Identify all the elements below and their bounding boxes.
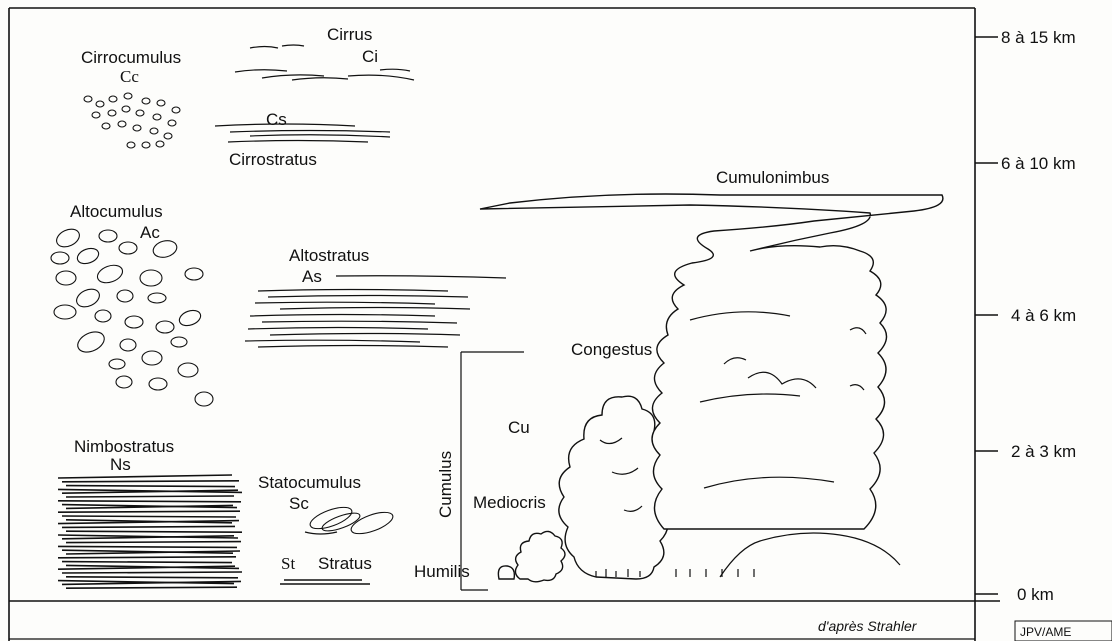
altitude-label-low: 2 à 3 km	[1011, 442, 1076, 461]
nimbostratus-hatch-line	[66, 577, 238, 578]
nimbostratus-hatch-line	[66, 542, 241, 543]
nimbostratus-hatch-line	[62, 572, 242, 573]
cirrus-drawing	[235, 45, 414, 80]
nimbostratus-hatch-line	[58, 557, 236, 558]
cirrostratus-abbr: Cs	[266, 110, 287, 129]
stratus-abbr: St	[281, 554, 295, 573]
nimbostratus-hatch-line	[62, 481, 239, 482]
cumulus-abbr: Cu	[508, 418, 530, 437]
nimbostratus-hatch-line	[66, 486, 235, 487]
altostratus-drawing	[245, 276, 506, 347]
nimbostratus-drawing	[58, 475, 242, 588]
altocumulus-abbr: Ac	[140, 223, 160, 242]
altocumulus-drawing	[51, 226, 213, 406]
cirrocumulus-label: Cirrocumulus	[81, 48, 181, 67]
nimbostratus-abbr: Ns	[110, 455, 131, 474]
cumulonimbus-drawing	[480, 194, 943, 577]
cirrus-label: Cirrus	[327, 25, 372, 44]
cirrocumulus-drawing	[84, 93, 180, 148]
cumulus-mediocris-label: Mediocris	[473, 493, 546, 512]
nimbostratus-label: Nimbostratus	[74, 437, 174, 456]
cirrostratus-label: Cirrostratus	[229, 150, 317, 169]
stratus-drawing	[280, 580, 370, 584]
nimbostratus-hatch-line	[62, 526, 235, 527]
altostratus-abbr: As	[302, 267, 322, 286]
author-tag-text: JPV/AME	[1020, 625, 1071, 639]
cumulus-congestus-label: Congestus	[571, 340, 652, 359]
cirrus-abbr: Ci	[362, 47, 378, 66]
stratus-label: Stratus	[318, 554, 372, 573]
nimbostratus-hatch-line	[66, 496, 234, 497]
source-credit: d'après Strahler	[818, 618, 918, 634]
stratocumulus-label: Statocumulus	[258, 473, 361, 492]
nimbostratus-hatch-line	[58, 501, 241, 502]
nimbostratus-hatch-line	[66, 587, 237, 588]
altitude-label-upper-mid: 6 à 10 km	[1001, 154, 1076, 173]
cirrostratus-drawing	[215, 124, 390, 142]
altitude-label-ground: 0 km	[1017, 585, 1054, 604]
altocumulus-label: Altocumulus	[70, 202, 163, 221]
cumulonimbus-label: Cumulonimbus	[716, 168, 829, 187]
cumulus-humilis-drawing	[498, 566, 514, 579]
altitude-label-high: 8 à 15 km	[1001, 28, 1076, 47]
cumulus-congestus-drawing	[559, 396, 668, 579]
cumulus-bracket	[461, 352, 524, 590]
stratocumulus-drawing	[305, 503, 395, 538]
stratocumulus-abbr: Sc	[289, 494, 309, 513]
altitude-label-mid: 4 à 6 km	[1011, 306, 1076, 325]
altitude-axis: 8 à 15 km 6 à 10 km 4 à 6 km 2 à 3 km 0 …	[975, 28, 1076, 604]
altostratus-label: Altostratus	[289, 246, 369, 265]
nimbostratus-hatch-line	[66, 531, 242, 532]
cirrocumulus-abbr: Cc	[120, 67, 139, 86]
cumulus-humilis-label: Humilis	[414, 562, 470, 581]
nimbostratus-hatch-line	[58, 475, 232, 478]
nimbostratus-hatch-line	[62, 562, 232, 563]
cumulus-mediocris-drawing	[515, 531, 565, 581]
nimbostratus-hatch-line	[58, 546, 237, 547]
author-tag: JPV/AME	[1015, 621, 1112, 641]
nimbostratus-hatch-line	[62, 516, 236, 517]
cumulus-label: Cumulus	[436, 451, 455, 518]
nimbostratus-hatch-line	[58, 511, 240, 512]
